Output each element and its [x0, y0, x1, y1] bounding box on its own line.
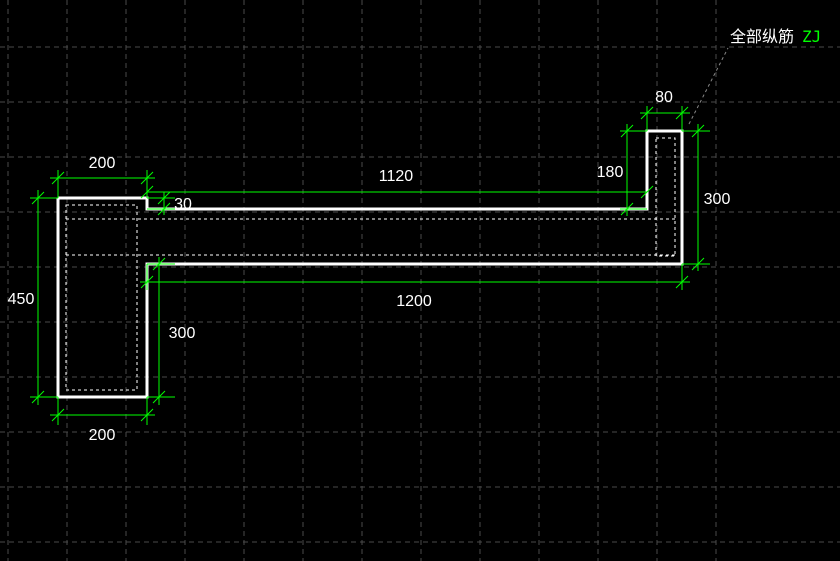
dim-right-height[interactable]: 300 — [704, 191, 731, 208]
rebar-annotation-code: ZJ — [802, 27, 821, 46]
dim-bottom-span[interactable]: 1200 — [396, 293, 432, 310]
rebar-dashed-lines — [65, 137, 676, 391]
dim-top-left-width[interactable]: 200 — [89, 155, 116, 172]
rebar-left-column — [65, 204, 138, 391]
dim-lower-height[interactable]: 300 — [169, 325, 196, 342]
dim-right-inner-height[interactable]: 180 — [597, 164, 624, 181]
dim-bottom-left-width[interactable]: 200 — [89, 427, 116, 444]
dim-right-width[interactable]: 80 — [655, 89, 673, 106]
dim-top-span[interactable]: 1120 — [379, 168, 414, 185]
rebar-annotation-label: 全部纵筋 — [730, 27, 794, 46]
rebar-right-column — [655, 137, 676, 257]
dim-step[interactable]: 30 — [174, 196, 192, 213]
rebar-annotation[interactable]: 全部纵筋 ZJ — [730, 27, 821, 46]
dimension-lines — [30, 106, 710, 425]
annotation-leader-line — [688, 47, 729, 125]
dim-left-height[interactable]: 450 — [8, 291, 35, 308]
